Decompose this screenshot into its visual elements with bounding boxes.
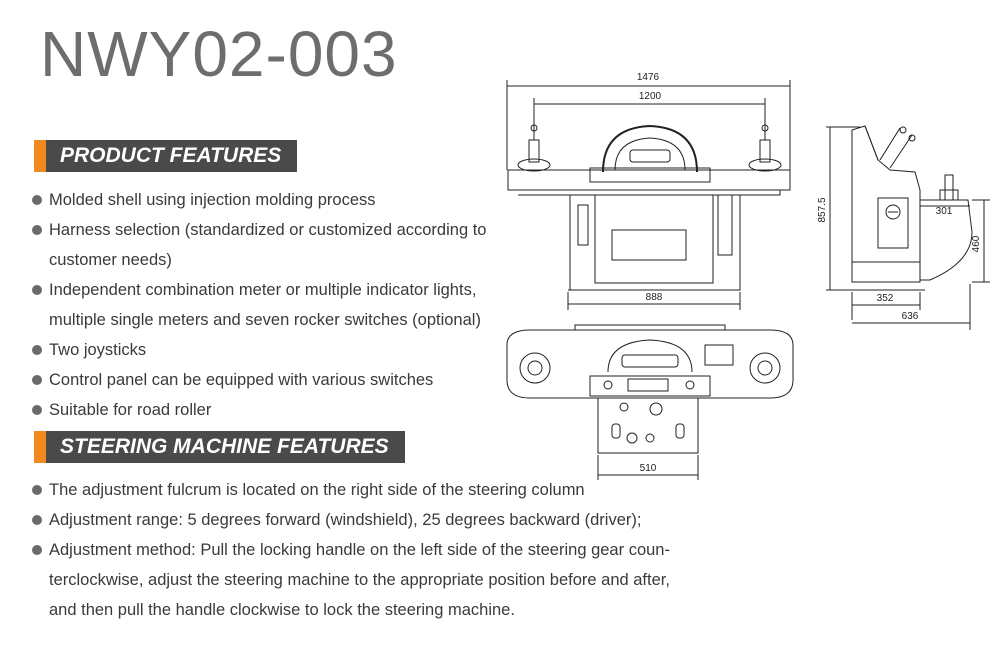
list-item: Adjustment method: Pull the locking hand… bbox=[32, 535, 670, 565]
dim-base-depth: 352 bbox=[877, 293, 894, 304]
dim-side-height: 857.5 bbox=[817, 197, 828, 222]
dim-console-depth: 301 bbox=[936, 206, 953, 217]
dim-base-width: 888 bbox=[646, 292, 663, 303]
list-item: Molded shell using injection molding pro… bbox=[32, 185, 486, 215]
steering-features-header: STEERING MACHINE FEATURES bbox=[34, 431, 405, 463]
dim-console-height: 460 bbox=[971, 235, 982, 252]
product-features-list: Molded shell using injection molding pro… bbox=[32, 185, 486, 425]
dim-front-overall-width: 1476 bbox=[637, 72, 660, 83]
front-view: 1476 1200 888 bbox=[506, 72, 791, 310]
steering-features-title: STEERING MACHINE FEATURES bbox=[46, 431, 405, 463]
list-item-continuation: and then pull the handle clockwise to lo… bbox=[49, 601, 515, 619]
dim-panel-width: 510 bbox=[640, 463, 657, 474]
list-item: Suitable for road roller bbox=[32, 395, 486, 425]
list-item: Two joysticks bbox=[32, 335, 486, 365]
steering-features-list: The adjustment fulcrum is located on the… bbox=[32, 475, 670, 625]
product-features-header: PRODUCT FEATURES bbox=[34, 140, 298, 172]
top-view: 510 bbox=[506, 324, 794, 480]
dim-joystick-span: 1200 bbox=[639, 91, 662, 102]
page-title: NWY02-003 bbox=[40, 18, 398, 90]
list-item: The adjustment fulcrum is located on the… bbox=[32, 475, 670, 505]
list-item-continuation: terclockwise, adjust the steering machin… bbox=[49, 571, 670, 589]
header-accent-bar bbox=[34, 431, 46, 463]
side-view: 857.5 301 460 352 636 bbox=[817, 125, 990, 330]
dim-overall-depth: 636 bbox=[902, 311, 919, 322]
list-item: Adjustment range: 5 degrees forward (win… bbox=[32, 505, 670, 535]
header-accent-bar bbox=[34, 140, 46, 172]
list-item: Control panel can be equipped with vario… bbox=[32, 365, 486, 395]
list-item-continuation: multiple single meters and seven rocker … bbox=[49, 311, 481, 329]
product-features-title: PRODUCT FEATURES bbox=[46, 140, 298, 172]
list-item-continuation: customer needs) bbox=[49, 251, 172, 269]
list-item: Independent combination meter or multipl… bbox=[32, 275, 486, 305]
list-item: Harness selection (standardized or custo… bbox=[32, 215, 486, 245]
